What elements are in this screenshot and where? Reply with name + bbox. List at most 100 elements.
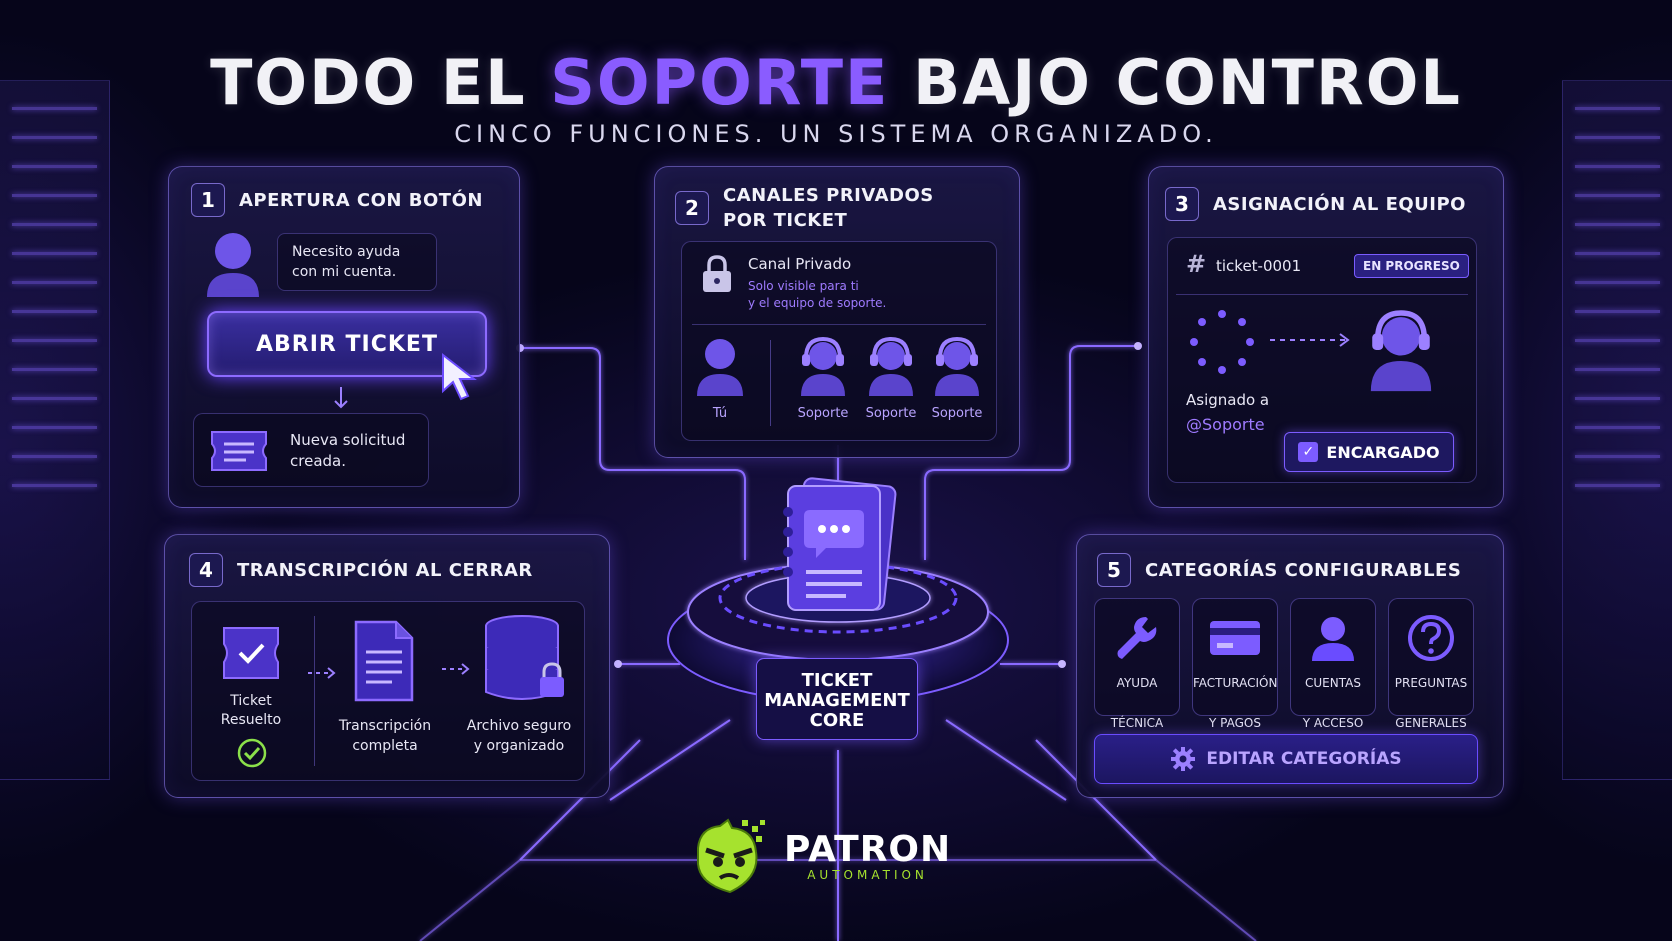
core-label-line: CORE — [809, 710, 865, 731]
arrow-down-icon — [334, 387, 348, 409]
dashed-arrow-icon — [1270, 333, 1350, 347]
page-title: TODO EL SOPORTE BAJO CONTROL — [210, 46, 1462, 119]
hash-icon: # — [1186, 250, 1207, 278]
channel-title: Canal Privado — [748, 255, 852, 273]
panel-title: CATEGORÍAS CONFIGURABLES — [1145, 559, 1462, 581]
member-label: Soporte — [797, 406, 849, 421]
cursor-icon — [442, 352, 477, 401]
editar-categorias-button[interactable]: EDITAR CATEGORÍAS — [1094, 734, 1478, 784]
status-badge: EN PROGRESO — [1354, 254, 1469, 278]
mascot-logo-icon — [697, 818, 765, 894]
panel-title: TRANSCRIPCIÓN AL CERRAR — [237, 559, 533, 581]
panel-number: 4 — [189, 553, 223, 587]
category-cuentas[interactable]: CUENTAS Y ACCESO — [1290, 598, 1376, 730]
category-ayuda-tecnica[interactable]: AYUDA TÉCNICA — [1094, 598, 1180, 730]
category-label: PREGUNTAS — [1394, 676, 1468, 690]
page-subtitle: CINCO FUNCIONES. UN SISTEMA ORGANIZADO. — [454, 120, 1218, 148]
step-label: Resuelto — [220, 712, 282, 728]
step-label: Ticket — [230, 693, 272, 709]
checkbox-icon: ✓ — [1298, 442, 1319, 462]
step-label: Archivo seguro — [466, 718, 572, 734]
encargado-button[interactable]: ✓ ENCARGADO — [1284, 432, 1454, 472]
panel-number: 1 — [191, 183, 225, 217]
member-label: Soporte — [931, 406, 983, 421]
chat-message-line: con mi cuenta. — [292, 264, 397, 280]
result-text: Nueva solicitud — [290, 431, 406, 449]
question-icon — [1408, 615, 1454, 661]
divider — [1176, 294, 1468, 295]
divider — [770, 340, 771, 426]
divider — [314, 616, 315, 766]
ticket-name: ticket-0001 — [1216, 257, 1302, 275]
ticket-icon — [211, 431, 267, 471]
panel-title: CANALES PRIVADOS — [723, 185, 934, 206]
wrench-icon — [1117, 617, 1157, 659]
category-facturacion[interactable]: FACTURACIÓN Y PAGOS — [1192, 598, 1278, 730]
headset-support-icon — [935, 336, 979, 396]
divider — [692, 324, 986, 325]
headset-support-icon — [801, 336, 845, 396]
database-lock-icon — [485, 615, 564, 700]
panel-title: ASIGNACIÓN AL EQUIPO — [1213, 193, 1466, 215]
right-server-rack — [1562, 80, 1672, 780]
ticket-stack-icon — [783, 477, 897, 611]
core-label-line: MANAGEMENT — [764, 690, 910, 711]
category-label: FACTURACIÓN — [1193, 676, 1278, 690]
category-label: TÉCNICA — [1110, 716, 1164, 730]
assigned-to: @Soporte — [1186, 415, 1265, 434]
gear-icon — [1171, 747, 1196, 771]
encargado-label: ENCARGADO — [1326, 442, 1440, 462]
panel-number: 2 — [675, 191, 709, 225]
member-label: Soporte — [865, 406, 917, 421]
logo-subtitle: AUTOMATION — [807, 868, 928, 882]
ticket-check-icon — [223, 627, 279, 679]
credit-card-icon — [1210, 621, 1260, 655]
assigned-label: Asignado a — [1186, 391, 1270, 409]
abrir-ticket-button[interactable]: ABRIR TICKET — [207, 311, 487, 377]
panel-title: POR TICKET — [723, 210, 848, 231]
category-preguntas[interactable]: PREGUNTAS GENERALES — [1388, 598, 1474, 730]
check-circle-icon — [237, 738, 267, 768]
user-avatar-icon — [207, 233, 259, 297]
result-text: creada. — [290, 452, 346, 470]
chat-bubble: Necesito ayuda con mi cuenta. — [277, 233, 437, 291]
dashed-arrow-icon — [442, 663, 470, 675]
step-label: completa — [352, 738, 418, 754]
panel-asignacion: 3 ASIGNACIÓN AL EQUIPO # ticket-0001 EN P… — [1148, 166, 1504, 508]
new-request-box: Nueva solicitud creada. — [193, 413, 429, 487]
panel-canales: 2 CANALES PRIVADOS POR TICKET Canal Privad… — [654, 166, 1020, 458]
panel-apertura: 1 APERTURA CON BOTÓN Necesito ayuda con mi… — [168, 166, 520, 508]
editar-categorias-label: EDITAR CATEGORÍAS — [1206, 749, 1402, 769]
left-server-rack — [0, 80, 110, 780]
ticket-card: # ticket-0001 EN PROGRESO Asignado a @So… — [1167, 237, 1477, 483]
private-channel-box: Canal Privado Solo visible para ti y el e… — [681, 241, 997, 441]
headset-support-icon — [869, 336, 913, 396]
user-icon — [1312, 617, 1354, 661]
category-label: Y ACCESO — [1302, 716, 1364, 730]
category-label: GENERALES — [1395, 716, 1467, 730]
core-label-line: TICKET — [801, 670, 873, 691]
lock-icon — [703, 255, 731, 292]
step-label: Transcripción — [338, 718, 432, 734]
dashed-arrow-icon — [308, 667, 336, 679]
category-label: AYUDA — [1116, 676, 1158, 690]
document-icon — [354, 620, 414, 702]
category-label: CUENTAS — [1305, 676, 1361, 690]
panel-number: 5 — [1097, 553, 1131, 587]
category-label: Y PAGOS — [1209, 716, 1261, 730]
panel-number: 3 — [1165, 187, 1199, 221]
panel-title: APERTURA CON BOTÓN — [239, 189, 483, 211]
member-label: Tú — [712, 406, 728, 421]
channel-description: y el equipo de soporte. — [748, 296, 887, 310]
chat-message-line: Necesito ayuda — [292, 244, 401, 260]
headset-support-icon — [1370, 310, 1432, 392]
step-label: y organizado — [473, 738, 565, 754]
user-avatar-icon — [697, 339, 743, 396]
channel-description: Solo visible para ti — [748, 279, 859, 293]
loading-spinner-icon — [1190, 310, 1254, 374]
logo-name: PATRON — [784, 829, 952, 870]
patron-logo: PATRON AUTOMATION — [690, 818, 951, 896]
